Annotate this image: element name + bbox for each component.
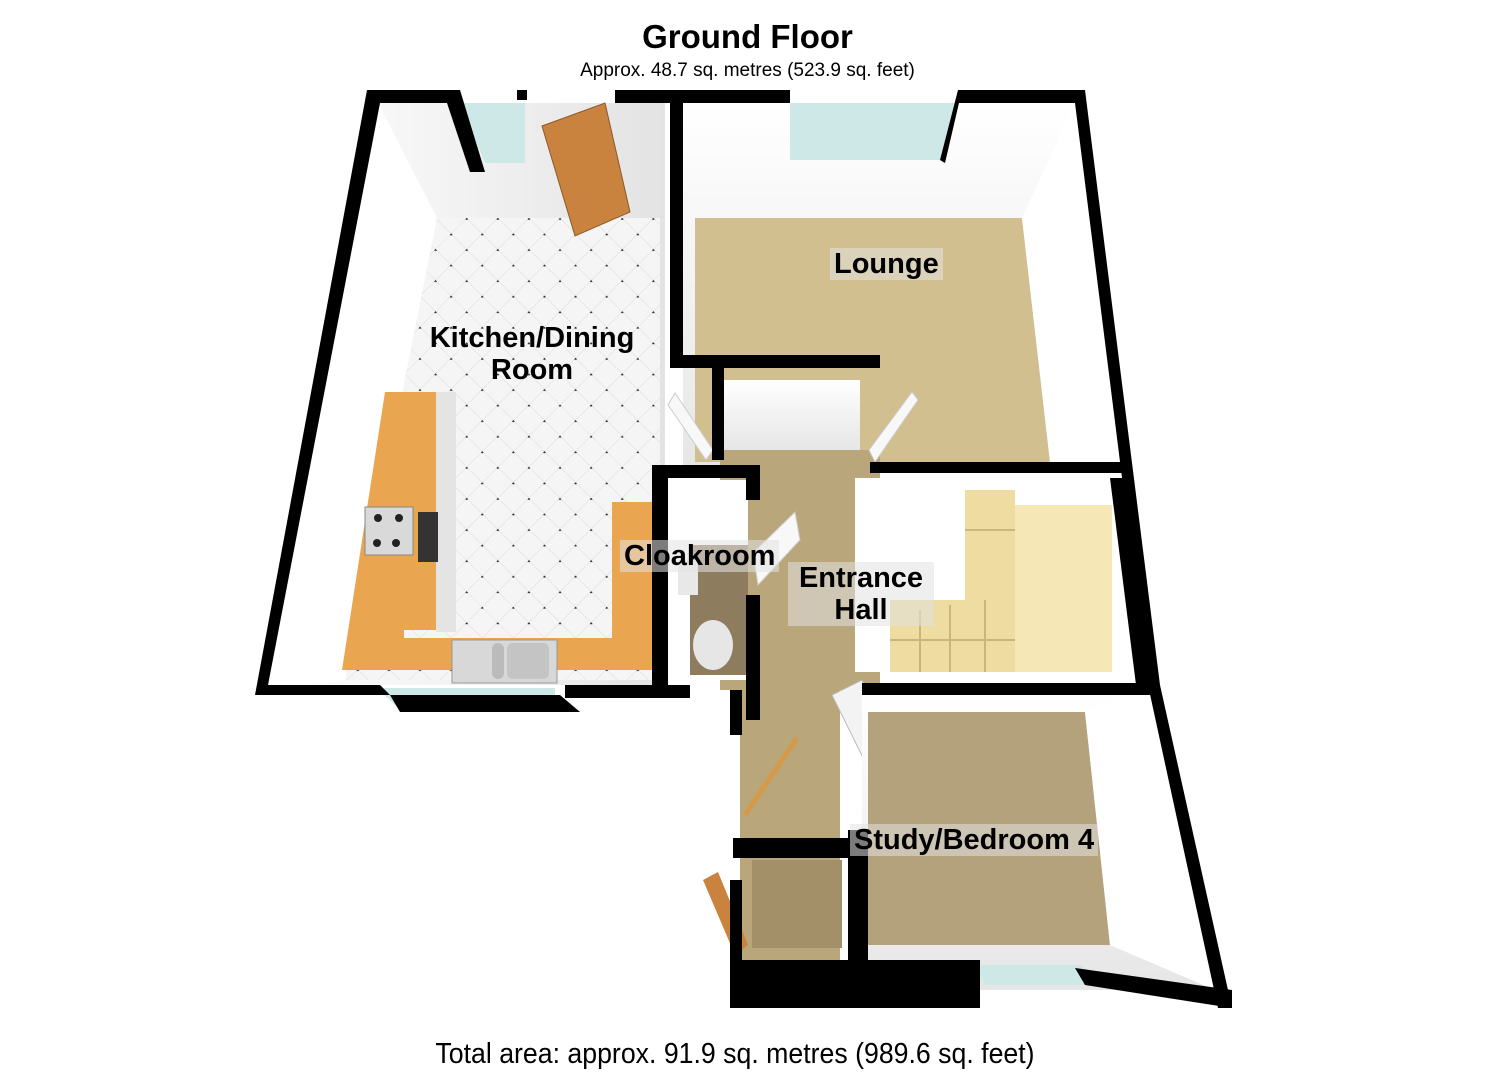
front-door-icon: [742, 736, 800, 817]
window: [790, 103, 958, 160]
room-label-kitchen: Kitchen/Dining Room: [429, 322, 635, 386]
floor-title: Ground Floor: [642, 18, 853, 55]
total-area: Total area: approx. 91.9 sq. metres (989…: [435, 1038, 1035, 1070]
kitchen-door: [667, 392, 714, 461]
room-label-study: Study/Bedroom 4: [850, 824, 1099, 856]
oven-icon: [418, 512, 438, 562]
back-door-icon: [541, 102, 631, 237]
kitchen-dining-room: [280, 102, 665, 705]
lounge-door: [868, 391, 919, 463]
window: [460, 103, 525, 163]
stairs: [890, 490, 1112, 672]
floor-area-subtitle: Approx. 48.7 sq. metres (523.9 sq. feet): [580, 60, 915, 81]
room-label-cloakroom: Cloakroom: [620, 540, 780, 572]
kitchen-worktop: [342, 392, 655, 670]
room-label-entrance-hall: Entrance Hall: [788, 562, 934, 626]
hob-icon: [364, 506, 414, 556]
sink-icon: [451, 639, 558, 684]
room-label-lounge: Lounge: [830, 248, 943, 280]
lounge-room: [683, 103, 1128, 470]
cloakroom-room: [670, 480, 748, 680]
walls: [255, 90, 1232, 1008]
toilet-icon: [693, 620, 733, 670]
